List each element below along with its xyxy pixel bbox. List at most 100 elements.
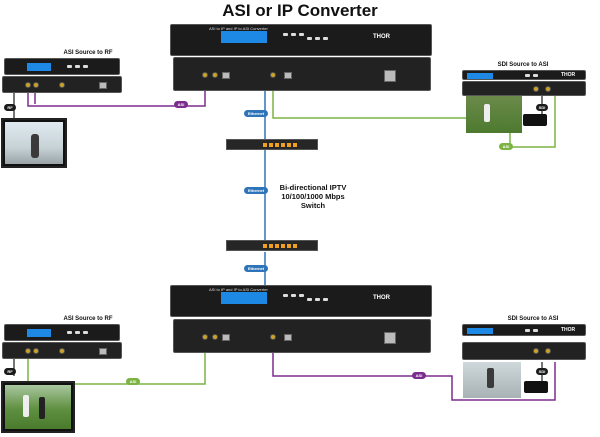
asi-wire-top-left bbox=[27, 80, 206, 107]
bnc-port bbox=[545, 86, 551, 92]
bnc-port bbox=[33, 82, 39, 88]
switch-port bbox=[293, 143, 297, 147]
network-switch-bottom bbox=[226, 240, 318, 251]
ethernet-tag-middle: Ethernet bbox=[244, 187, 268, 194]
switch-port bbox=[275, 244, 279, 248]
bnc-port bbox=[202, 72, 208, 78]
soccer-player bbox=[484, 104, 490, 122]
switch-port bbox=[281, 244, 285, 248]
power-port bbox=[384, 332, 396, 344]
switch-port bbox=[281, 143, 285, 147]
video-camera-icon bbox=[523, 114, 547, 126]
ethernet-port bbox=[99, 82, 107, 89]
front-button bbox=[525, 329, 530, 332]
asi-green-wire-bottom-left bbox=[27, 334, 206, 385]
bnc-port bbox=[545, 348, 551, 354]
asi-wire-bottom-right bbox=[272, 334, 556, 401]
bottom-right-video-thumbnail bbox=[463, 362, 521, 398]
front-button bbox=[315, 37, 320, 40]
sdi-tag-top: SDI bbox=[536, 104, 548, 111]
top-left-label: ASI Source to RF bbox=[63, 50, 113, 56]
rf-tag-bottom: RF bbox=[4, 368, 16, 375]
brand-logo: THOR bbox=[373, 295, 390, 301]
bottom-converter-rear-panel bbox=[173, 319, 431, 353]
front-button bbox=[299, 294, 304, 297]
switch-label: Bi-directional IPTV 10/100/1000 Mbps Swi… bbox=[258, 183, 368, 210]
front-button bbox=[525, 74, 530, 77]
ethernet-tag-top: Ethernet bbox=[244, 110, 268, 117]
rf-tag-top: RF bbox=[4, 104, 16, 111]
diagram-title: ASI or IP Converter bbox=[222, 1, 378, 20]
bnc-port bbox=[212, 334, 218, 340]
ethernet-port bbox=[99, 348, 107, 355]
bnc-port bbox=[533, 86, 539, 92]
switch-port bbox=[269, 244, 273, 248]
switch-label-line: Switch bbox=[300, 201, 326, 210]
bnc-port bbox=[33, 348, 39, 354]
top-left-rear-panel bbox=[2, 76, 122, 93]
display bbox=[467, 73, 493, 79]
power-port bbox=[384, 70, 396, 82]
display bbox=[467, 328, 493, 334]
soccer-player bbox=[39, 397, 45, 419]
asi-tag-green-top: ASI bbox=[499, 143, 513, 150]
front-button bbox=[83, 331, 88, 334]
front-button bbox=[307, 37, 312, 40]
top-right-rear-panel bbox=[462, 81, 586, 96]
asi-tag-bottom: ASI bbox=[412, 372, 426, 379]
bnc-port bbox=[59, 348, 65, 354]
top-right-label: SDI Source to ASI bbox=[497, 62, 549, 68]
network-switch-top bbox=[226, 139, 318, 150]
front-button bbox=[67, 331, 72, 334]
bottom-right-front-panel: THOR bbox=[462, 324, 586, 336]
switch-port bbox=[287, 244, 291, 248]
front-button bbox=[283, 294, 288, 297]
skater-figure bbox=[487, 368, 494, 388]
front-button bbox=[533, 74, 538, 77]
front-panel-text: ASI to IP and IP to ASI Converter bbox=[209, 26, 268, 31]
tv-scene-soccer bbox=[5, 385, 71, 429]
bnc-port bbox=[212, 72, 218, 78]
front-button bbox=[323, 37, 328, 40]
bottom-left-label: ASI Source to RF bbox=[63, 316, 113, 322]
top-right-front-panel: THOR bbox=[462, 70, 586, 80]
front-button bbox=[75, 65, 80, 68]
display bbox=[27, 329, 51, 337]
ethernet-tag-bottom: Ethernet bbox=[244, 265, 268, 272]
bottom-right-rear-panel bbox=[462, 342, 586, 360]
front-button bbox=[67, 65, 72, 68]
soccer-player bbox=[23, 395, 29, 417]
bottom-left-rear-panel bbox=[2, 342, 122, 359]
front-panel-text: ASI to IP and IP to ASI Converter bbox=[209, 287, 268, 292]
ethernet-port bbox=[222, 334, 230, 341]
ethernet-port bbox=[222, 72, 230, 79]
ethernet-port bbox=[284, 334, 292, 341]
top-right-video-thumbnail bbox=[466, 96, 522, 133]
switch-port bbox=[263, 244, 267, 248]
front-button bbox=[75, 331, 80, 334]
asi-tag-green-bottom: ASI bbox=[126, 378, 140, 385]
bnc-port bbox=[533, 348, 539, 354]
ethernet-port bbox=[284, 72, 292, 79]
front-button bbox=[307, 298, 312, 301]
bottom-left-tv bbox=[1, 381, 75, 433]
front-button bbox=[299, 33, 304, 36]
brand-logo: THOR bbox=[561, 327, 576, 333]
switch-port bbox=[275, 143, 279, 147]
bnc-port bbox=[25, 82, 31, 88]
switch-label-line: Bi-directional IPTV bbox=[279, 183, 347, 192]
front-button bbox=[315, 298, 320, 301]
front-button bbox=[283, 33, 288, 36]
front-button bbox=[291, 33, 296, 36]
front-button bbox=[83, 65, 88, 68]
top-converter-rear-panel bbox=[173, 57, 431, 91]
bottom-converter-front-panel: ASI to IP and IP to ASI Converter THOR bbox=[170, 285, 432, 317]
bnc-port bbox=[202, 334, 208, 340]
top-left-tv bbox=[1, 118, 67, 168]
bottom-left-front-panel bbox=[4, 324, 120, 341]
front-button bbox=[323, 298, 328, 301]
front-button bbox=[291, 294, 296, 297]
brand-logo: THOR bbox=[561, 72, 576, 78]
switch-label-line: 10/100/1000 Mbps bbox=[281, 192, 345, 201]
top-converter-front-panel: ASI to IP and IP to ASI Converter THOR bbox=[170, 24, 432, 56]
